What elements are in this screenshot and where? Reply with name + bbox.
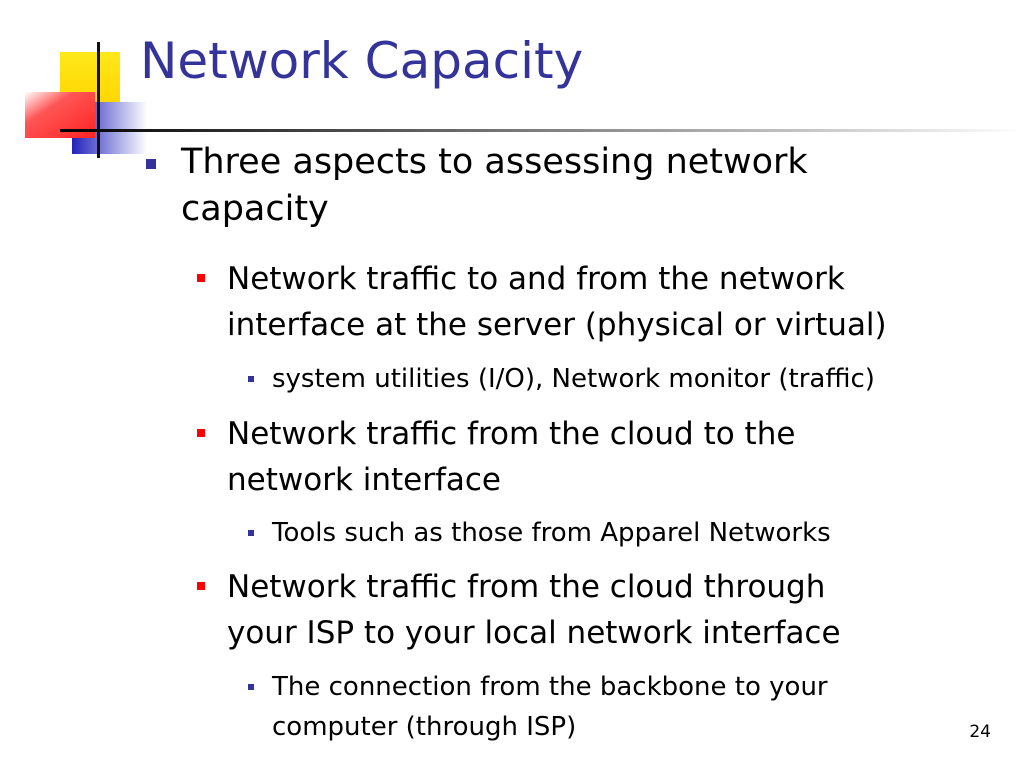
bullet-line: Network traffic to and from the network	[227, 261, 845, 297]
bullet-line: system utilities (I/O), Network monitor …	[272, 364, 875, 394]
bullet-line: Three aspects to assessing network	[181, 142, 808, 182]
slide-title: Network Capacity	[140, 32, 584, 90]
square-bullet-icon	[248, 684, 254, 690]
bullet-line: capacity	[181, 189, 329, 229]
bullet-line: your ISP to your local network interface	[227, 615, 841, 651]
bullet-line: interface at the server (physical or vir…	[227, 307, 887, 343]
square-bullet-icon	[248, 530, 254, 536]
bullet-level3-backbone-connection: The connection from the backbone to your…	[248, 667, 1002, 747]
bullet-line: Tools such as those from Apparel Network…	[272, 518, 831, 548]
decor-blue-square	[72, 102, 147, 154]
square-bullet-icon	[197, 429, 205, 437]
bullet-level2-cloud-through-isp: Network traffic from the cloud through y…	[197, 564, 997, 656]
square-bullet-icon	[146, 159, 156, 169]
bullet-level2-cloud-to-interface: Network traffic from the cloud to the ne…	[197, 411, 997, 503]
decor-red-square	[25, 92, 95, 138]
bullet-level3-apparel-tools: Tools such as those from Apparel Network…	[248, 513, 1002, 553]
square-bullet-icon	[197, 274, 205, 282]
bullet-line: network interface	[227, 462, 502, 498]
bullet-line: The connection from the backbone to your	[272, 672, 828, 702]
square-bullet-icon	[197, 582, 205, 590]
bullet-level1-network-capacity: Three aspects to assessing network capac…	[146, 139, 981, 233]
decor-horizontal-line	[60, 129, 1024, 132]
bullet-line: Network traffic from the cloud to the	[227, 416, 796, 452]
bullet-line: computer (through ISP)	[272, 712, 577, 742]
bullet-line: Network traffic from the cloud through	[227, 569, 826, 605]
page-number: 24	[969, 722, 991, 742]
bullet-level2-server-interface: Network traffic to and from the network …	[197, 256, 997, 348]
decor-yellow-square	[60, 52, 120, 107]
bullet-level3-system-utilities: system utilities (I/O), Network monitor …	[248, 359, 1002, 399]
square-bullet-icon	[248, 376, 254, 382]
decor-vertical-line	[97, 42, 100, 158]
